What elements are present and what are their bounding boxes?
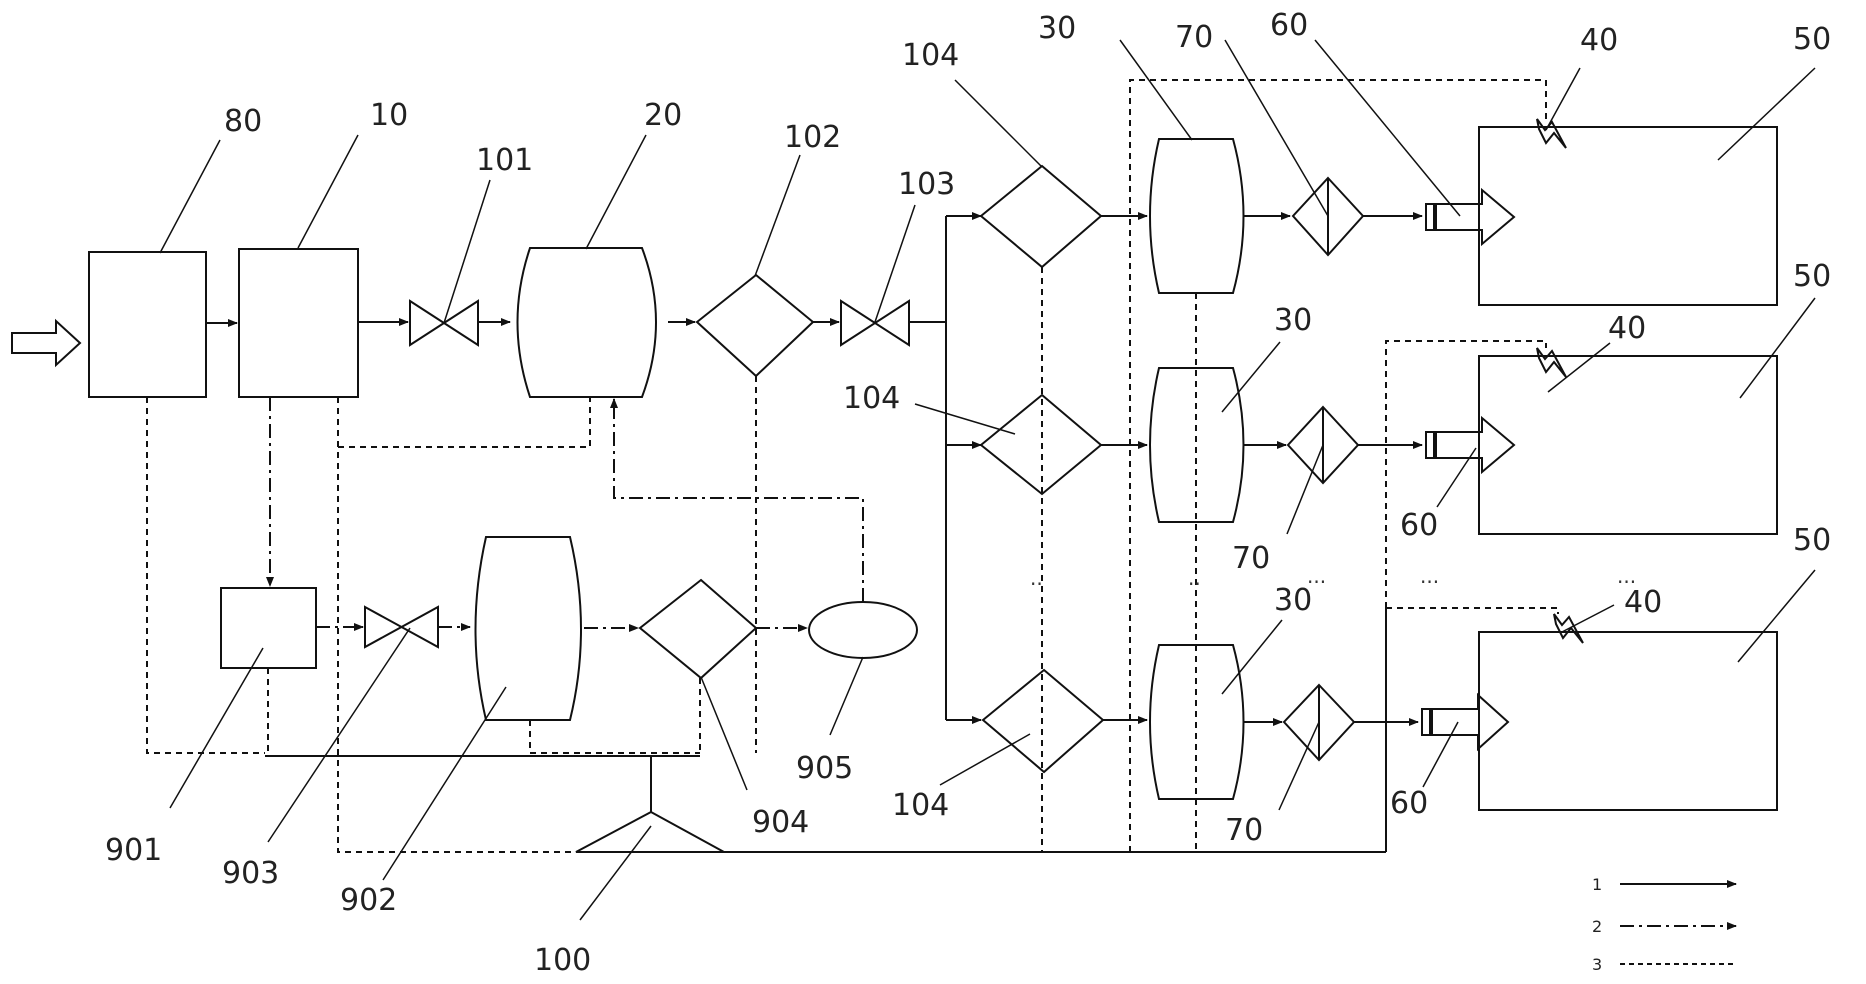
legend: 1 2 3 bbox=[1592, 875, 1737, 974]
nozzle-60-top bbox=[1425, 187, 1516, 247]
sensor-40-top bbox=[1536, 118, 1567, 149]
label-50-bot: 50 bbox=[1793, 523, 1831, 558]
labels: 80 10 101 20 102 103 104 30 70 60 40 50 … bbox=[105, 8, 1831, 978]
label-60-top: 60 bbox=[1270, 8, 1308, 43]
valve-903 bbox=[364, 605, 439, 649]
label-20: 20 bbox=[644, 98, 682, 133]
label-101: 101 bbox=[476, 143, 533, 178]
chamber-50-top bbox=[1478, 126, 1778, 306]
sensor-40-bot bbox=[1553, 613, 1584, 644]
box-80 bbox=[88, 251, 207, 398]
nozzle-60-mid bbox=[1425, 415, 1516, 475]
box-901 bbox=[220, 587, 317, 669]
label-40-bot: 40 bbox=[1624, 585, 1662, 620]
label-40-top: 40 bbox=[1580, 23, 1618, 58]
ctrl-frame-mid bbox=[1385, 340, 1547, 608]
label-102: 102 bbox=[784, 120, 841, 155]
ctrl-20 bbox=[338, 397, 591, 448]
ellipsis-104: .. bbox=[1030, 566, 1043, 590]
legend-key-1: 1 bbox=[1592, 875, 1602, 894]
controller-100 bbox=[575, 810, 725, 853]
label-50-mid: 50 bbox=[1793, 259, 1831, 294]
filter-104-top bbox=[979, 164, 1103, 269]
label-50-top: 50 bbox=[1793, 22, 1831, 57]
leader-lines bbox=[159, 39, 1816, 921]
label-904: 904 bbox=[752, 805, 809, 840]
vessel-905 bbox=[808, 601, 918, 659]
label-80: 80 bbox=[224, 104, 262, 139]
filter-904 bbox=[638, 578, 758, 680]
ctrl-80 bbox=[146, 397, 265, 754]
ctrl-frame-bot bbox=[1386, 607, 1559, 614]
filter-102 bbox=[695, 273, 815, 378]
ctrl-902 bbox=[529, 720, 700, 754]
label-70-top: 70 bbox=[1175, 20, 1213, 55]
chamber-50-bot bbox=[1478, 631, 1778, 811]
box-10 bbox=[238, 248, 359, 398]
label-40-mid: 40 bbox=[1608, 311, 1646, 346]
ellipsis-mid-a: ... bbox=[1307, 564, 1326, 588]
label-60-mid: 60 bbox=[1400, 508, 1438, 543]
tank-20 bbox=[516, 247, 657, 398]
label-104-top: 104 bbox=[902, 38, 959, 73]
valve-101 bbox=[409, 299, 479, 347]
legend-key-2: 2 bbox=[1592, 917, 1602, 936]
gas-905-return bbox=[610, 398, 864, 602]
label-30-top: 30 bbox=[1038, 11, 1076, 46]
label-905: 905 bbox=[796, 751, 853, 786]
vessel-30-mid bbox=[1149, 367, 1245, 523]
vessel-30-top bbox=[1149, 138, 1245, 294]
inlet-arrow bbox=[11, 318, 82, 368]
label-60-bot: 60 bbox=[1390, 786, 1428, 821]
ellipsis-30: .. bbox=[1188, 566, 1201, 590]
label-10: 10 bbox=[370, 98, 408, 133]
chamber-50-mid bbox=[1478, 355, 1778, 535]
label-70-bot: 70 bbox=[1225, 813, 1263, 848]
ctrl-10 bbox=[337, 397, 576, 853]
sensor-40-mid bbox=[1536, 347, 1567, 378]
label-30-bot: 30 bbox=[1274, 583, 1312, 618]
filter-104-mid bbox=[979, 393, 1103, 496]
label-70-mid: 70 bbox=[1232, 541, 1270, 576]
label-103: 103 bbox=[898, 167, 955, 202]
label-902: 902 bbox=[340, 883, 397, 918]
legend-key-3: 3 bbox=[1592, 955, 1602, 974]
label-104-bot: 104 bbox=[892, 788, 949, 823]
valve-103 bbox=[840, 299, 910, 347]
label-901: 901 bbox=[105, 833, 162, 868]
label-30-mid: 30 bbox=[1274, 303, 1312, 338]
label-104-mid: 104 bbox=[843, 381, 900, 416]
label-903: 903 bbox=[222, 856, 279, 891]
tank-902 bbox=[474, 536, 582, 721]
ellipsis-mid-c: ... bbox=[1617, 564, 1636, 588]
nozzle-60-bot bbox=[1421, 692, 1510, 752]
filter-104-bot bbox=[981, 668, 1105, 774]
ellipsis-mid-b: ... bbox=[1420, 564, 1439, 588]
vessel-30-bot bbox=[1149, 644, 1245, 800]
label-100: 100 bbox=[534, 943, 591, 978]
ctrl-frame-top bbox=[1129, 79, 1547, 852]
